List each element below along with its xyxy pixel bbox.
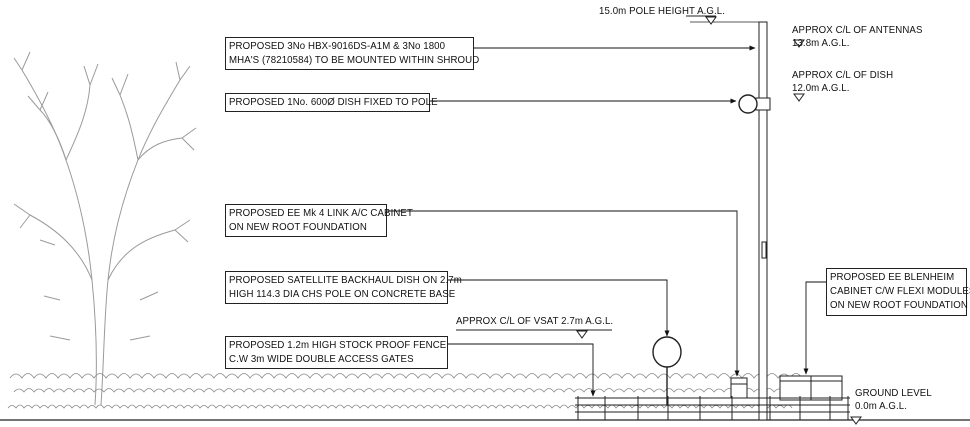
antennas-level-label: APPROX C/L OF ANTENNAS [792, 24, 923, 36]
level-marker-icon [576, 330, 588, 339]
tree-illustration [13, 51, 197, 406]
callout-ac-cabinet: PROPOSED EE Mk 4 LINK A/C CABINET ON NEW… [225, 204, 413, 237]
callout-satellite-dish: PROPOSED SATELLITE BACKHAUL DISH ON 2.7m… [225, 271, 462, 304]
level-marker-icon [705, 16, 717, 25]
ac-cabinet [730, 377, 748, 399]
callout-line: PROPOSED 1No. 600Ø DISH FIXED TO POLE [229, 96, 438, 108]
callout-antennas: PROPOSED 3No HBX-9016DS-A1M & 3No 1800 M… [225, 37, 480, 70]
antennas-level-value: 13.8m A.G.L. [792, 37, 850, 49]
stock-proof-fence [575, 396, 850, 420]
callout-line: PROPOSED SATELLITE BACKHAUL DISH ON 2.7m [229, 274, 462, 286]
hedge-vegetation [7, 373, 815, 409]
callout-line: C.W 3m WIDE DOUBLE ACCESS GATES [229, 353, 414, 365]
level-marker-icon [793, 39, 805, 48]
callout-line: ON NEW ROOT FOUNDATION [830, 299, 968, 311]
callout-line: CABINET C/W FLEXI MODULES [830, 285, 970, 297]
dish-level-label: APPROX C/L OF DISH [792, 69, 894, 81]
level-marker-icon [793, 93, 805, 102]
level-marker-icons [456, 15, 862, 425]
pole-dish [738, 94, 758, 114]
monopole [755, 21, 771, 421]
vsat-level-label: APPROX C/L OF VSAT 2.7m A.G.L. [456, 315, 614, 327]
callout-line: MHA'S (78210584) TO BE MOUNTED WITHIN SH… [229, 54, 480, 66]
callout-blenheim-cabinet: PROPOSED EE BLENHEIM CABINET C/W FLEXI M… [826, 268, 970, 316]
callout-line: ON NEW ROOT FOUNDATION [229, 221, 367, 233]
blenheim-cabinet [779, 375, 843, 401]
level-marker-icon [850, 416, 862, 425]
callout-line: PROPOSED 1.2m HIGH STOCK PROOF FENCE [229, 339, 447, 351]
callout-line: PROPOSED EE BLENHEIM [830, 271, 955, 283]
leader-lines [385, 45, 826, 397]
callout-pole-dish: PROPOSED 1No. 600Ø DISH FIXED TO POLE [225, 93, 438, 112]
ground-level-value: 0.0m A.G.L. [855, 400, 908, 412]
ground-level-label: GROUND LEVEL [855, 387, 932, 399]
dish-level-value: 12.0m A.G.L. [792, 82, 850, 94]
callout-line: HIGH 114.3 DIA CHS POLE ON CONCRETE BASE [229, 288, 456, 300]
callout-line: PROPOSED 3No HBX-9016DS-A1M & 3No 1800 [229, 40, 446, 52]
callout-fence: PROPOSED 1.2m HIGH STOCK PROOF FENCE C.W… [225, 336, 448, 369]
satellite-dish [652, 336, 682, 405]
callout-line: PROPOSED EE Mk 4 LINK A/C CABINET [229, 207, 413, 219]
pole-height-label: 15.0m POLE HEIGHT A.G.L. [599, 5, 726, 17]
